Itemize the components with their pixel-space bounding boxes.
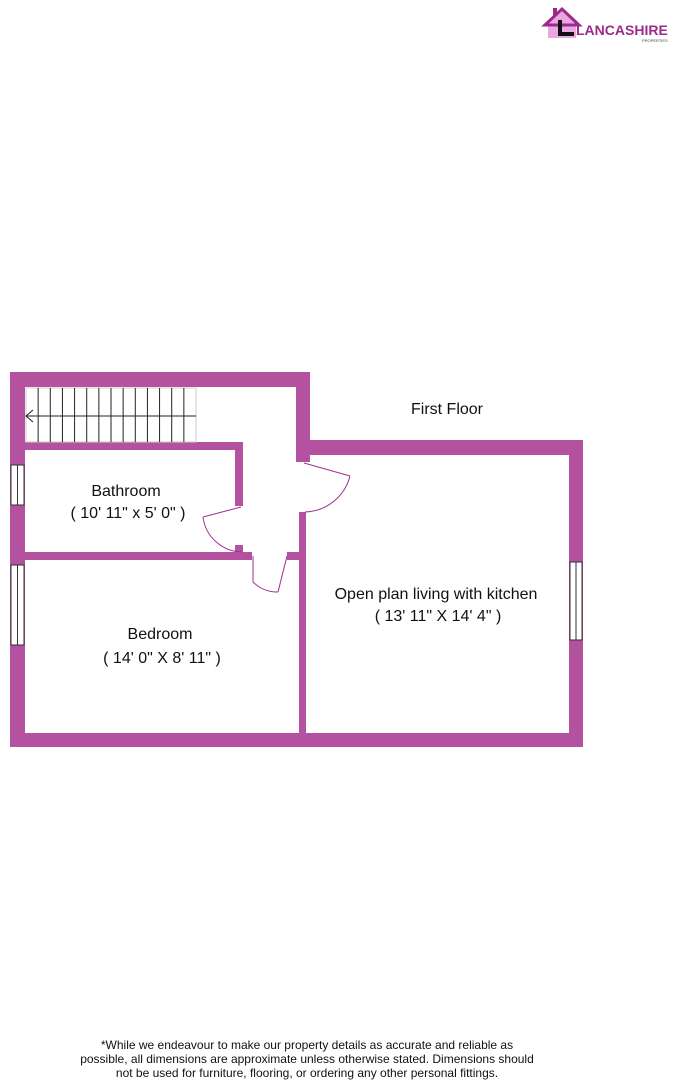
staircase bbox=[25, 387, 197, 443]
room-dimensions-bedroom: ( 14' 0" X 8' 11" ) bbox=[103, 650, 221, 667]
room-dimensions-bathroom: ( 10' 11" x 5' 0" ) bbox=[71, 505, 186, 522]
windows bbox=[10, 464, 583, 646]
door-bathroom[interactable] bbox=[202, 506, 243, 553]
logo-text: LANCASHIRE bbox=[576, 22, 668, 38]
room-dimensions-living: ( 13' 11" X 14' 4" ) bbox=[375, 608, 502, 625]
disclaimer-line: possible, all dimensions are approximate… bbox=[80, 1052, 534, 1066]
disclaimer-line: *While we endeavour to make our property… bbox=[100, 1038, 514, 1052]
room-name-living: Open plan living with kitchen bbox=[335, 586, 538, 603]
floor-title: First Floor bbox=[411, 401, 484, 418]
door-living[interactable] bbox=[303, 462, 351, 513]
logo-tagline: PROPERTIES bbox=[642, 38, 668, 43]
company-logo: LANCASHIRE PROPERTIES bbox=[541, 6, 668, 43]
room-name-bathroom: Bathroom bbox=[91, 483, 160, 500]
disclaimer-line: not be used for furniture, flooring, or … bbox=[115, 1066, 499, 1080]
doors bbox=[202, 462, 351, 593]
disclaimer: *While we endeavour to make our property… bbox=[40, 1038, 574, 1080]
room-name-bedroom: Bedroom bbox=[128, 626, 193, 643]
walls bbox=[10, 372, 583, 747]
door-bedroom[interactable] bbox=[252, 555, 288, 593]
